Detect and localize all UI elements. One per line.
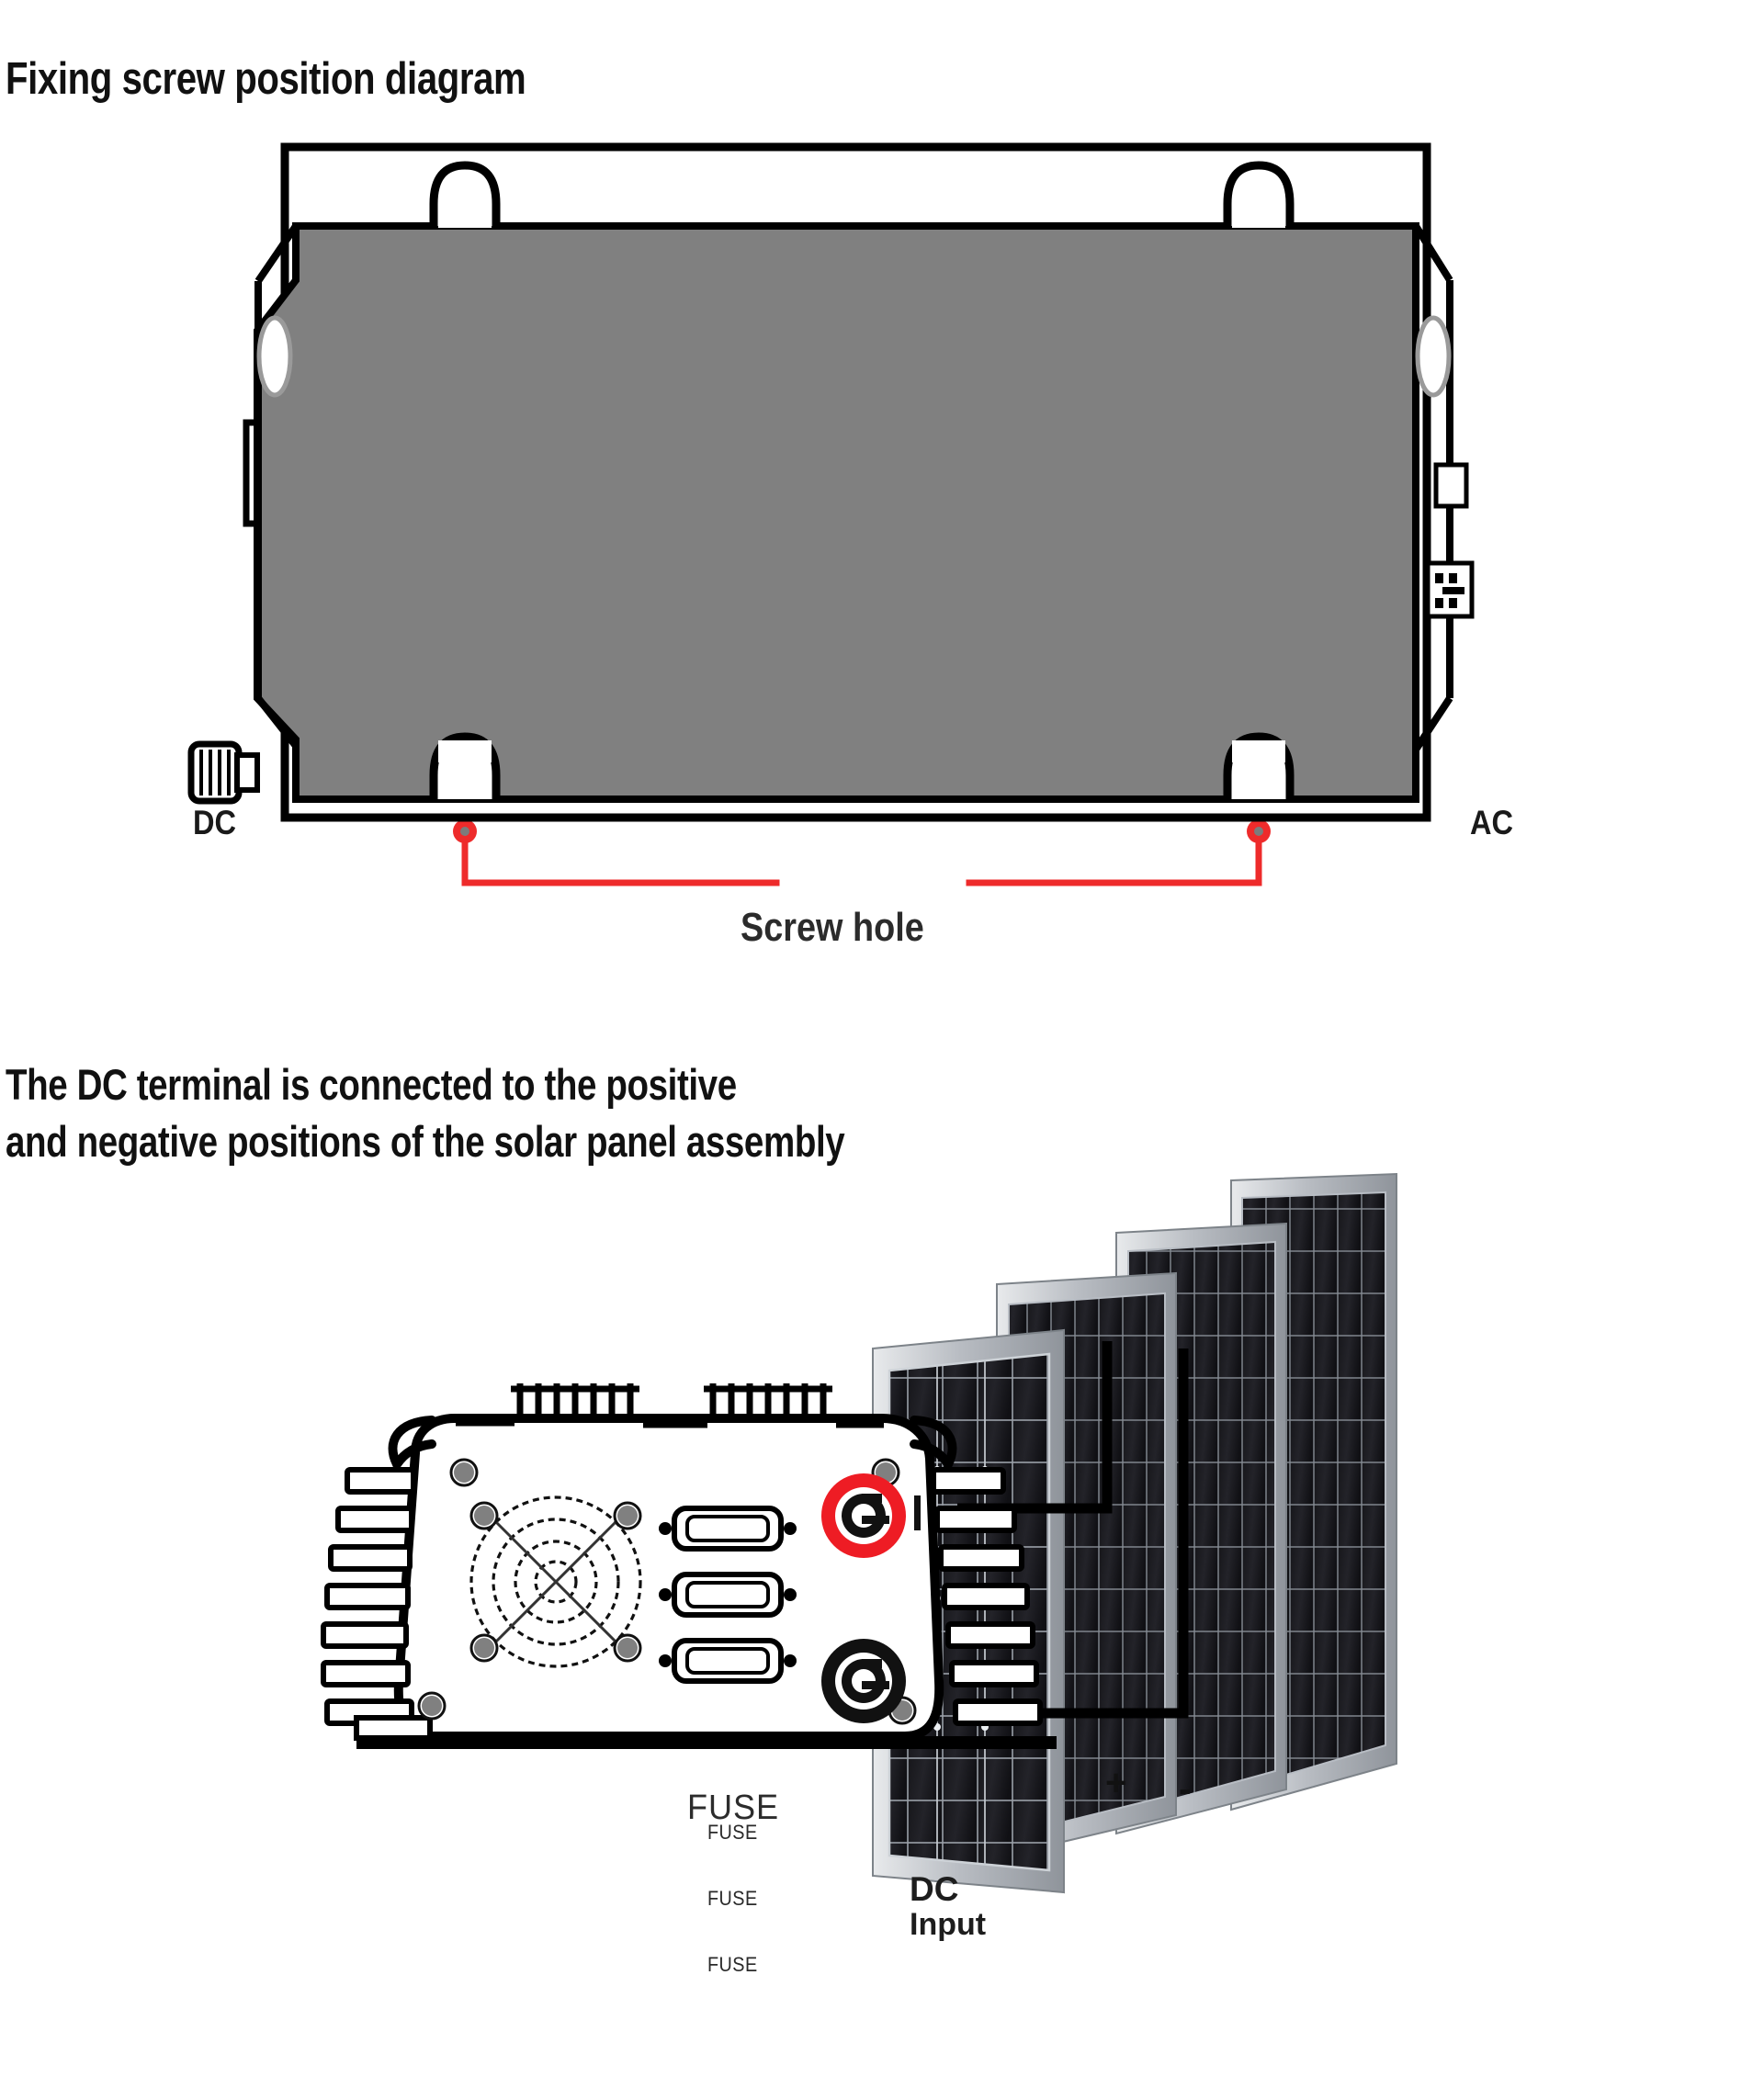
section-heading: The DC terminal is connected to the posi… bbox=[6, 1056, 845, 1170]
handle-left bbox=[388, 1416, 436, 1473]
section-heading-line-2: and negative positions of the solar pane… bbox=[6, 1117, 845, 1166]
ground-knob bbox=[187, 740, 260, 805]
handle-right bbox=[910, 1416, 957, 1473]
chassis-grey-face bbox=[254, 222, 1419, 803]
heatsink-fins-right bbox=[931, 1467, 1043, 1726]
fuse-holder-3 bbox=[659, 1638, 797, 1684]
page-title: Fixing screw position diagram bbox=[6, 54, 526, 104]
fan-blades bbox=[494, 1520, 617, 1643]
fuse-capsule-label-2: FUSE bbox=[707, 1887, 758, 1910]
heatsink-fins-left bbox=[321, 1467, 416, 1726]
fuse-holders bbox=[659, 1506, 797, 1684]
left-vent-oval bbox=[256, 315, 293, 398]
positive-terminal-tick bbox=[914, 1495, 921, 1530]
right-side-tab bbox=[1433, 462, 1469, 509]
right-vent-oval bbox=[1415, 315, 1452, 398]
top-fins-right bbox=[704, 1383, 832, 1418]
positive-polarity-label: + bbox=[1105, 1763, 1127, 1803]
dc-input-line-2: Input bbox=[910, 1907, 987, 1942]
inverter-base bbox=[356, 1736, 1057, 1749]
callout-leaders-bottom bbox=[461, 832, 1262, 886]
fuse-holder-1 bbox=[659, 1506, 797, 1552]
dc-side-label: DC bbox=[193, 804, 237, 841]
fuse-capsule-label-1: FUSE bbox=[707, 1821, 758, 1844]
fan-grille bbox=[469, 1495, 642, 1668]
fixing-screw-position-diagram bbox=[0, 92, 1764, 974]
negative-polarity-label: - bbox=[1179, 1769, 1192, 1810]
fuse-section-label: FUSE bbox=[687, 1789, 780, 1827]
solar-connection-diagram bbox=[0, 1167, 1764, 2099]
positive-terminal bbox=[821, 1473, 906, 1558]
ac-socket-detail bbox=[1425, 560, 1475, 619]
dc-input-label: DC Input bbox=[910, 1870, 987, 1943]
screw-hole-callout-label: Screw hole bbox=[741, 905, 924, 950]
dc-input-line-1: DC bbox=[910, 1870, 959, 1908]
ac-side-label: AC bbox=[1470, 804, 1514, 841]
section-heading-line-1: The DC terminal is connected to the posi… bbox=[6, 1060, 737, 1109]
negative-terminal bbox=[821, 1639, 906, 1723]
top-fins-left bbox=[511, 1383, 639, 1418]
inverter-unit bbox=[321, 1383, 1057, 1749]
fuse-holder-2 bbox=[659, 1572, 797, 1618]
fuse-capsule-label-3: FUSE bbox=[707, 1953, 758, 1976]
